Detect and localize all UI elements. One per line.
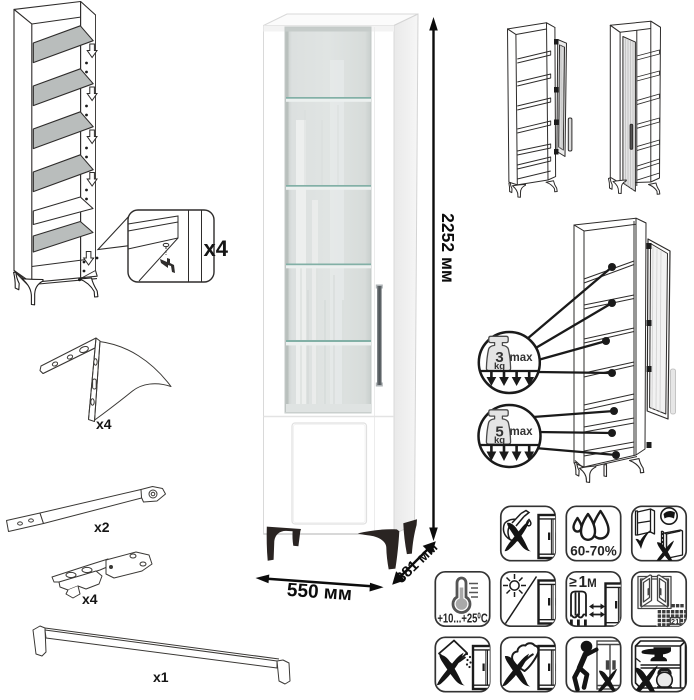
- svg-text:21: 21: [671, 617, 679, 626]
- svg-text:5: 5: [495, 424, 503, 441]
- svg-text:550 мм: 550 мм: [286, 580, 352, 605]
- svg-text:x4: x4: [204, 236, 229, 261]
- svg-text:x4: x4: [96, 416, 112, 432]
- svg-text:+10...+250C: +10...+250C: [437, 612, 487, 626]
- svg-text:≥: ≥: [569, 574, 577, 590]
- svg-text:60-70%: 60-70%: [570, 544, 617, 559]
- svg-text:381 мм: 381 мм: [392, 539, 441, 587]
- svg-text:3: 3: [495, 349, 503, 366]
- svg-text:x1: x1: [153, 669, 169, 685]
- svg-text:kg: kg: [494, 361, 505, 372]
- svg-text:1М: 1М: [579, 574, 597, 591]
- svg-text:2252 мм: 2252 мм: [438, 213, 458, 283]
- svg-text:x4: x4: [82, 591, 98, 607]
- svg-text:x2: x2: [94, 519, 110, 535]
- svg-text:max: max: [509, 352, 533, 364]
- svg-text:max: max: [509, 426, 533, 438]
- svg-text:kg: kg: [494, 435, 505, 446]
